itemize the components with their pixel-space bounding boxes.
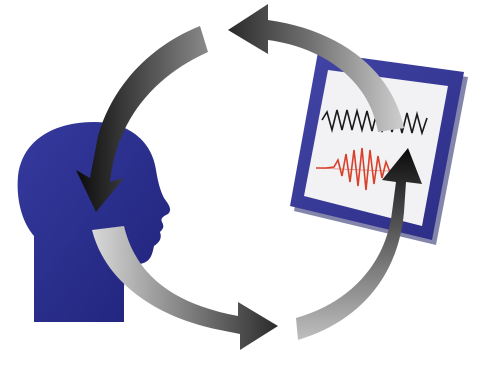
cycle-arrow-top: [228, 4, 404, 132]
response-waveform: [316, 147, 411, 191]
human-head-icon: [17, 122, 171, 322]
cycle-arrow-right: [296, 148, 422, 340]
cycle-arrow-bottom: [92, 226, 278, 350]
cycle-arrow-left: [76, 26, 208, 212]
stimulus-waveform: [321, 107, 428, 136]
signal-monitor-icon: [290, 52, 468, 245]
monitor-screen: [304, 70, 448, 226]
